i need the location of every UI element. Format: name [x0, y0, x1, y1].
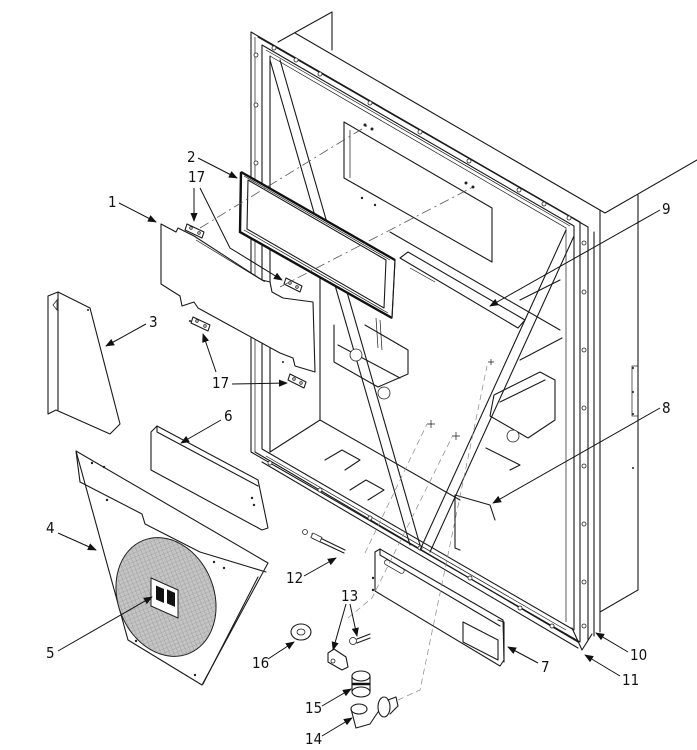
svg-text:16: 16 — [252, 654, 269, 672]
svg-text:1: 1 — [108, 193, 117, 211]
lower-rail-panel — [371, 548, 505, 667]
callout-15: 15 — [305, 688, 352, 717]
svg-text:12: 12 — [286, 569, 303, 587]
spacer-top-right — [283, 277, 303, 293]
svg-text:6: 6 — [224, 407, 233, 425]
svg-text:2: 2 — [187, 148, 196, 166]
svg-text:17: 17 — [212, 374, 229, 392]
svg-text:7: 7 — [541, 658, 550, 676]
callout-3: 3 — [105, 313, 158, 347]
callout-7: 7 — [507, 646, 550, 676]
callout-17-lower: 17 — [202, 333, 288, 392]
callout-9: 9 — [489, 200, 671, 307]
stud — [302, 529, 346, 554]
grommet — [290, 623, 312, 641]
callout-8: 8 — [492, 399, 671, 504]
callout-10: 10 — [595, 632, 647, 664]
callout-1: 1 — [108, 193, 157, 223]
spacer-top-left — [184, 223, 205, 239]
callout-17-upper: 17 — [188, 168, 283, 281]
assembly-lines — [199, 123, 488, 701]
screw — [349, 633, 371, 645]
upper-panel — [160, 223, 316, 373]
cover-plate — [150, 425, 269, 531]
callout-6: 6 — [180, 407, 233, 444]
svg-text:13: 13 — [341, 587, 358, 605]
callout-11: 11 — [584, 654, 639, 689]
callout-2: 2 — [187, 148, 238, 179]
svg-text:17: 17 — [188, 168, 205, 186]
svg-text:3: 3 — [149, 313, 158, 331]
callout-13: 13 — [331, 587, 359, 651]
callout-14: 14 — [305, 717, 353, 748]
svg-text:5: 5 — [46, 644, 55, 662]
callout-5: 5 — [46, 596, 153, 662]
front-panel — [75, 450, 269, 686]
callout-12: 12 — [286, 557, 337, 587]
frame-housing — [250, 11, 697, 651]
callout-16: 16 — [252, 641, 295, 672]
spacer-bottom-right — [287, 373, 307, 389]
elbow-fitting — [350, 696, 399, 729]
callouts: 1 2 3 4 5 6 7 8 — [46, 148, 671, 748]
spacer-bottom-left — [190, 316, 211, 332]
svg-text:10: 10 — [630, 646, 647, 664]
callout-4: 4 — [46, 519, 97, 551]
gasketed-frame — [238, 170, 396, 351]
svg-text:14: 14 — [305, 730, 322, 748]
drain-cap — [351, 670, 371, 698]
svg-text:8: 8 — [662, 399, 671, 417]
svg-text:9: 9 — [662, 200, 671, 218]
flange-bolts — [253, 45, 587, 629]
svg-text:4: 4 — [46, 519, 55, 537]
side-bracket — [47, 291, 121, 435]
svg-text:15: 15 — [305, 699, 322, 717]
clip-and-screw — [327, 633, 371, 671]
svg-text:11: 11 — [622, 671, 639, 689]
